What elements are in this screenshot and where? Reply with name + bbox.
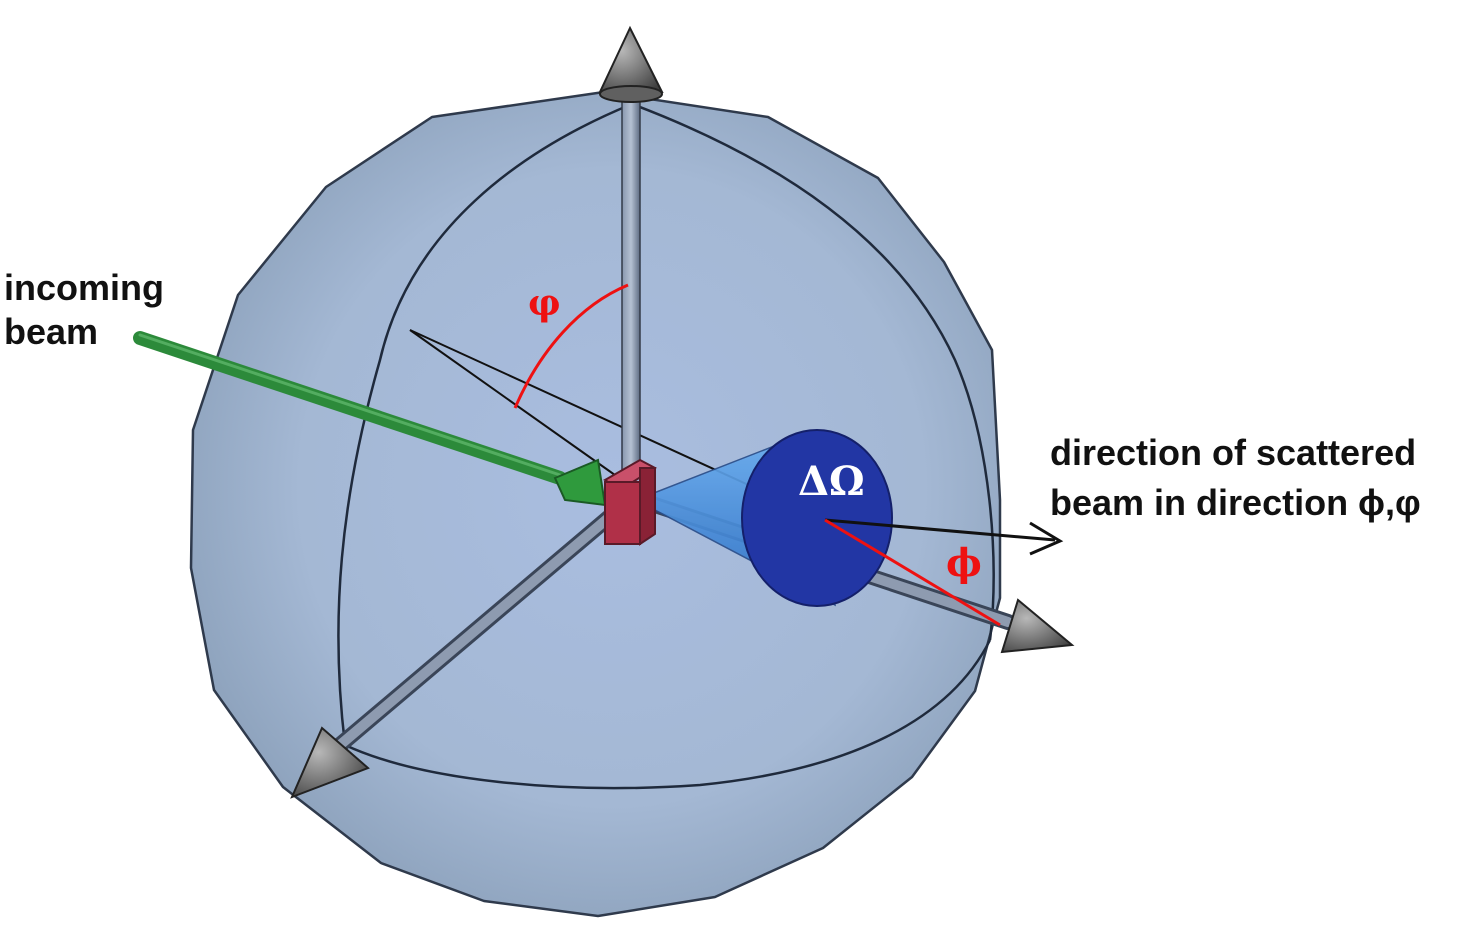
scattered-beam-label-line1: direction of scattered xyxy=(1050,432,1417,473)
target xyxy=(603,458,657,546)
azimuth-angle-line xyxy=(824,518,1001,627)
solid-angle-label: ΔΩ xyxy=(798,458,865,505)
right-arrow-head xyxy=(1000,598,1075,654)
equator-curve xyxy=(344,639,992,790)
meridian-curve xyxy=(337,102,633,746)
incoming-beam xyxy=(133,331,607,507)
incoming-beam-label: incoming beam xyxy=(4,266,164,354)
polar-angle-arc xyxy=(513,283,629,409)
scattered-direction-arrow xyxy=(824,518,1064,556)
meridian-curve-front xyxy=(631,102,995,641)
incoming-beam-label-line2: beam xyxy=(4,311,99,352)
azimuth-angle-label: ϕ xyxy=(946,540,982,585)
z-axis-arrow-head xyxy=(598,25,664,93)
lower-left-arrow-head xyxy=(290,726,370,799)
scattered-beam-label: direction of scattered beam in direction… xyxy=(1050,428,1421,528)
scattered-beam-label-line2: beam in direction ϕ,φ xyxy=(1050,482,1421,523)
incoming-beam-label-line1: incoming xyxy=(4,267,164,308)
polar-angle-label: φ xyxy=(528,282,561,324)
solid-angle-disk xyxy=(741,429,893,607)
